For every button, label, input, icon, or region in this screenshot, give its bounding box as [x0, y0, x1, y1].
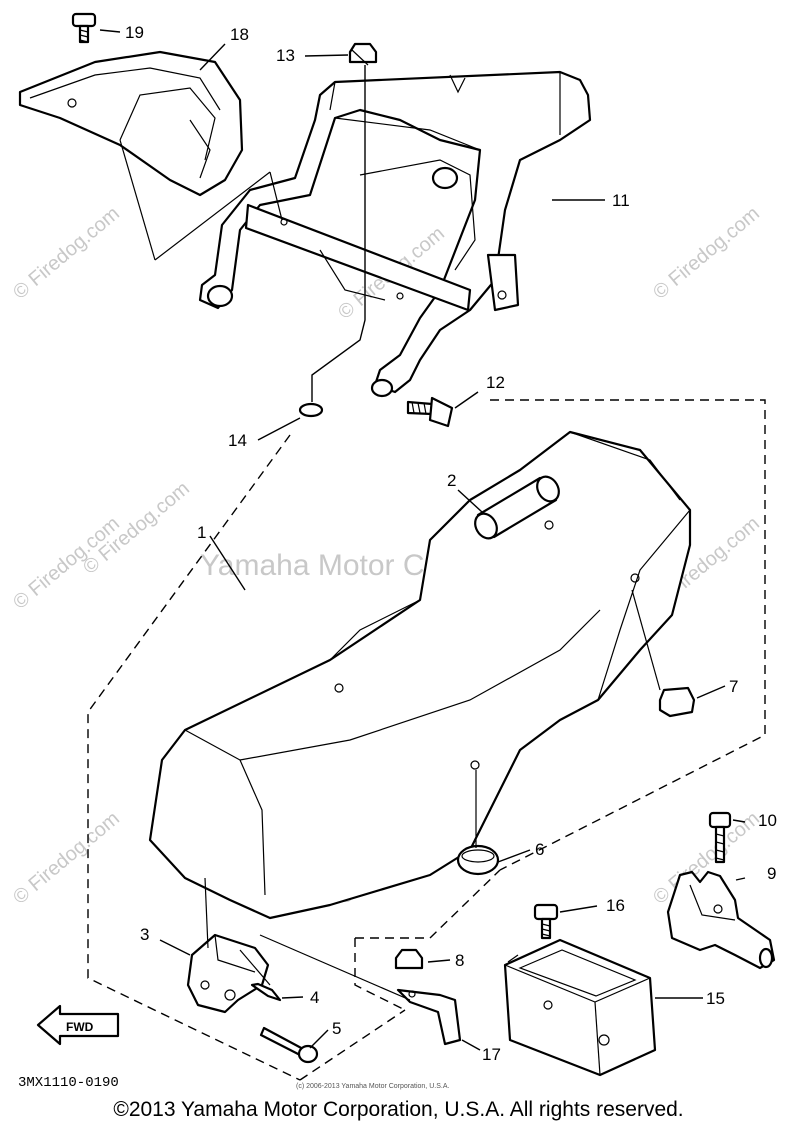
callout-7: 7 [729, 677, 738, 696]
part-16-bolt [533, 903, 559, 940]
callout-8: 8 [455, 951, 464, 970]
part-10-bolt [708, 811, 732, 864]
small-copyright: (c) 2006-2013 Yamaha Motor Corporation, … [296, 1083, 449, 1090]
callout-14: 14 [228, 431, 247, 450]
part-14-washer [298, 402, 324, 418]
callout-9: 9 [767, 864, 776, 883]
fwd-label: FWD [66, 1020, 94, 1034]
callout-19: 19 [125, 23, 144, 42]
callout-6: 6 [535, 840, 544, 859]
part-5-pin [259, 1026, 319, 1064]
part-6-damper [456, 844, 500, 876]
callout-11: 11 [612, 191, 630, 210]
dashed-boundary [87, 399, 766, 1081]
callout-15: 15 [706, 989, 725, 1008]
callout-2: 2 [447, 471, 456, 490]
part-1-seat [148, 430, 692, 920]
part-17-lock-bracket [396, 988, 462, 1046]
part-19-bolt [71, 12, 97, 44]
part-8-nut [394, 948, 424, 970]
part-7-damper [658, 686, 696, 718]
callout-16: 16 [606, 896, 625, 915]
callouts: 1 2 3 4 5 6 7 8 9 10 11 12 13 14 15 16 1… [125, 23, 777, 1064]
watermark-tile: © Firedog.com [9, 202, 124, 303]
part-12-bolt [406, 396, 454, 428]
part-11-rear-frame [198, 70, 592, 398]
callout-4: 4 [310, 988, 319, 1007]
callout-10: 10 [758, 811, 777, 830]
callout-1: 1 [197, 523, 206, 542]
part-15-tray [503, 938, 657, 1077]
part-13-nut [348, 42, 378, 64]
watermark-tile: © Firedog.com [649, 202, 764, 303]
callout-12: 12 [486, 373, 505, 392]
part-4-clip [250, 982, 282, 1002]
part-18-rear-fender [18, 50, 244, 197]
diagram-code: 3MX1110-0190 [18, 1075, 119, 1091]
part-2-tube [474, 475, 560, 540]
callout-13: 13 [276, 46, 295, 65]
part-9-seat-lock [666, 870, 776, 970]
callout-17: 17 [482, 1045, 501, 1064]
leader-lines [99, 29, 746, 1051]
watermark-tile: © Firedog.com [9, 807, 124, 908]
fwd-arrow: FWD [36, 1004, 120, 1046]
callout-18: 18 [230, 25, 249, 44]
part-3-hinge-bracket [186, 933, 270, 1014]
callout-5: 5 [332, 1019, 341, 1038]
copyright-notice: ©2013 Yamaha Motor Corporation, U.S.A. A… [113, 1098, 684, 1121]
callout-3: 3 [140, 925, 149, 944]
